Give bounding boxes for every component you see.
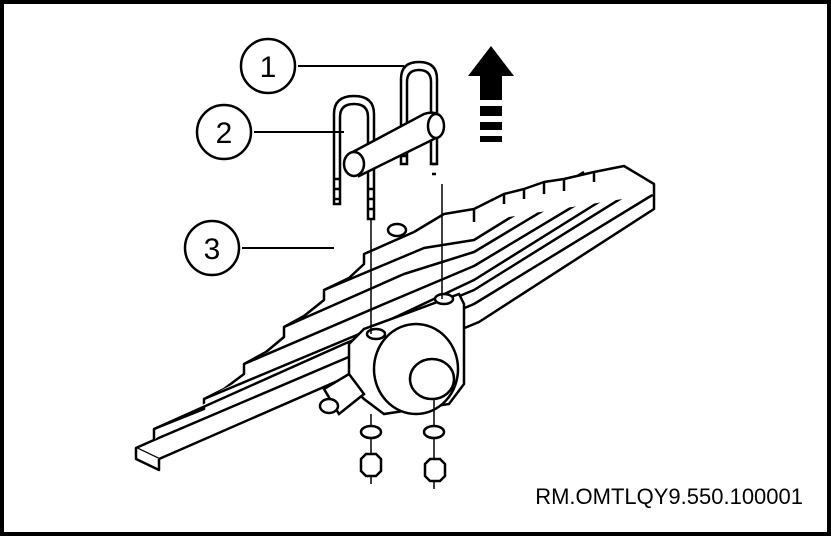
callout-3-number: 3 bbox=[204, 233, 221, 266]
upward-arrow-icon bbox=[468, 46, 514, 142]
reference-code: RM.OMTLQY9.550.100001 bbox=[535, 484, 803, 509]
callout-1: 1 bbox=[239, 37, 297, 95]
spacer-block bbox=[342, 111, 446, 178]
leaf-spring-diagram: 1 2 3 bbox=[134, 37, 656, 489]
callout-3: 3 bbox=[183, 219, 241, 277]
washers-and-nuts bbox=[359, 424, 447, 483]
axle-housing bbox=[318, 292, 466, 416]
callout-2: 2 bbox=[195, 103, 253, 161]
leaf-spring bbox=[134, 164, 656, 472]
callout-1-number: 1 bbox=[260, 51, 277, 84]
callout-leaders bbox=[242, 65, 404, 249]
u-bolt-2 bbox=[332, 94, 376, 221]
callout-2-number: 2 bbox=[216, 117, 233, 150]
